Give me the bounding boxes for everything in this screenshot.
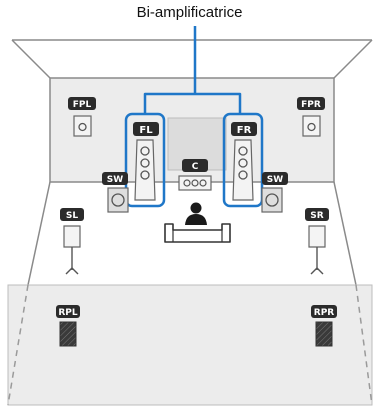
fl-speaker: FL: [133, 122, 159, 201]
listener-sofa-icon: [164, 202, 231, 243]
sw-right-label: SW: [267, 175, 283, 185]
fl-highlight-box: [124, 112, 166, 208]
fpl-speaker: FPL: [68, 97, 96, 137]
sw-left-label: SW: [107, 175, 123, 185]
rpr-speaker: RPR: [311, 305, 337, 347]
subwoofer-left: SW: [102, 172, 129, 213]
subwoofer-right: SW: [261, 172, 288, 213]
sl-speaker: SL: [60, 208, 84, 275]
rpr-label: RPR: [314, 308, 335, 318]
fl-label: FL: [139, 125, 153, 136]
fr-label: FR: [237, 125, 252, 136]
fr-speaker: FR: [231, 122, 257, 201]
rpl-speaker: RPL: [56, 305, 80, 347]
diagram-title: Bi-amplificatrice: [136, 4, 243, 21]
fr-highlight-box: [222, 112, 264, 208]
sr-speaker: SR: [305, 208, 329, 275]
c-label: C: [192, 162, 199, 172]
sl-label: SL: [66, 211, 78, 221]
bi-amp-connector: [143, 26, 242, 114]
rpl-label: RPL: [58, 308, 78, 318]
center-speaker: C: [178, 159, 212, 191]
fpr-speaker: FPR: [297, 97, 325, 137]
fpr-label: FPR: [301, 100, 321, 110]
fpl-label: FPL: [73, 100, 92, 110]
sr-label: SR: [310, 211, 323, 221]
